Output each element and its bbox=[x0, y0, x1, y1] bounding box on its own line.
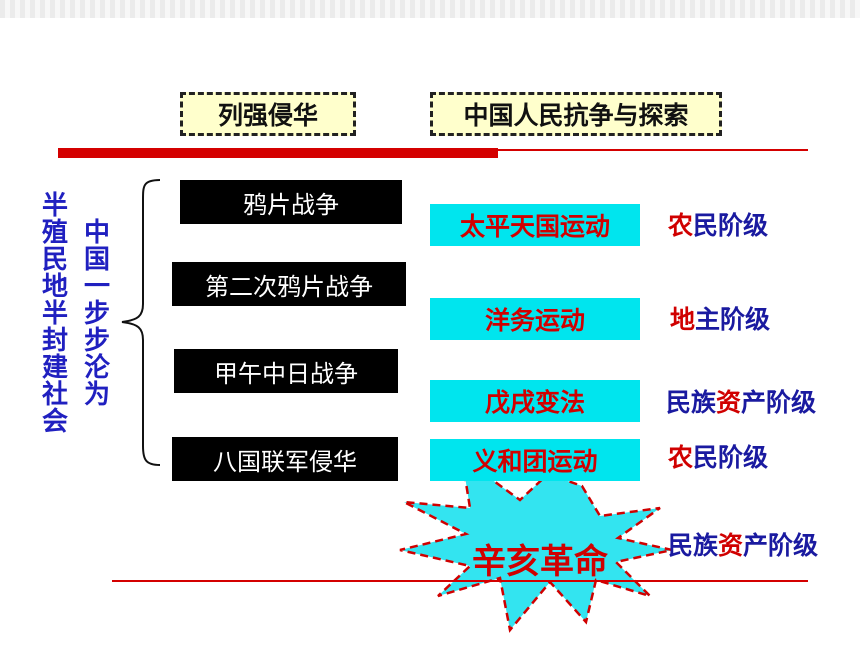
bottom-divider-line bbox=[112, 580, 808, 582]
class-national-bourgeoisie-2: 民族资产阶级 bbox=[668, 531, 819, 560]
top-stripe bbox=[0, 0, 860, 18]
movement-taiping: 太平天国运动 bbox=[430, 204, 640, 246]
top-red-bar bbox=[58, 148, 498, 158]
vertical-text-semi-colonial: 半殖民地半封建社会 bbox=[41, 191, 68, 437]
war-sino-japanese: 甲午中日战争 bbox=[174, 349, 398, 393]
class-peasant-1: 农民阶级 bbox=[668, 211, 769, 240]
header-right-box: 中国人民抗争与探索 bbox=[430, 92, 722, 136]
war-second-opium: 第二次鸦片战争 bbox=[172, 262, 406, 306]
left-brace bbox=[121, 179, 161, 466]
revolution-label: 辛亥革命 bbox=[472, 542, 608, 582]
movement-boxer: 义和团运动 bbox=[430, 439, 640, 481]
class-peasant-2: 农民阶级 bbox=[668, 443, 769, 472]
class-national-bourgeoisie-1: 民族资产阶级 bbox=[666, 388, 817, 417]
movement-self-strengthening: 洋务运动 bbox=[430, 298, 640, 340]
header-left-box: 列强侵华 bbox=[180, 92, 356, 136]
war-eight-nation: 八国联军侵华 bbox=[172, 437, 398, 481]
class-landlord: 地主阶级 bbox=[670, 305, 771, 334]
vertical-text-gradually-became: 中国一步步沦为 bbox=[83, 218, 110, 410]
starburst-shape bbox=[399, 455, 673, 633]
war-opium: 鸦片战争 bbox=[180, 180, 402, 224]
movement-hundred-days-reform: 戊戌变法 bbox=[430, 380, 640, 422]
